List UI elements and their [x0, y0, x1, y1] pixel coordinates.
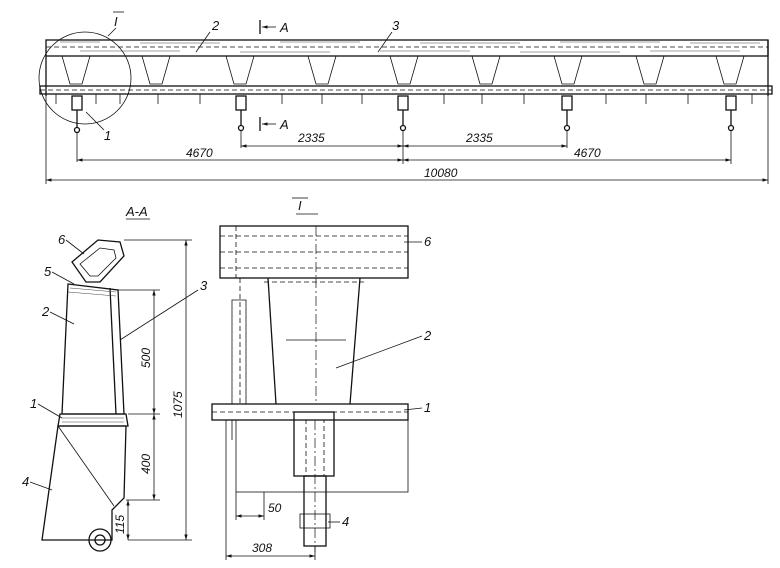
dim-10080: 10080	[424, 166, 458, 180]
hanger-brackets	[71, 95, 737, 134]
detail-circle	[38, 31, 132, 125]
section-view: A-A 6 5 2 1 4 3	[22, 204, 208, 552]
section-dimension-lines	[118, 239, 192, 541]
detail-title: I	[298, 198, 302, 213]
detail-callout-4: 4	[342, 514, 349, 529]
detail-dimension-lines	[225, 440, 316, 560]
detail-callout-6: 6	[424, 234, 432, 249]
detail-hanger	[235, 411, 409, 552]
top-beam-band	[45, 39, 769, 57]
callout-2: 2	[211, 18, 220, 33]
dim-4670-left: 4670	[186, 146, 213, 160]
detail-callout-2: 2	[423, 328, 432, 343]
dim-308: 308	[252, 541, 272, 555]
section-callout-2: 2	[41, 304, 50, 319]
dim-2335-left: 2335	[297, 131, 325, 145]
dim-4670-right: 4670	[574, 146, 601, 160]
section-mark-bottom: A	[259, 117, 289, 132]
studs	[55, 94, 753, 104]
dim-115: 115	[113, 515, 127, 534]
detail-top-beam	[219, 225, 409, 279]
stiffener-ribs	[61, 55, 745, 85]
section-hanger	[41, 425, 127, 541]
dim-1075: 1075	[171, 391, 185, 418]
dimension-extensions	[45, 96, 769, 184]
section-callout-1: 1	[30, 396, 37, 411]
detail-view: I	[211, 197, 432, 560]
detail-mark-label: I	[114, 14, 118, 29]
dim-2335-right: 2335	[465, 131, 493, 145]
lower-beam	[39, 85, 773, 95]
dim-400: 400	[139, 454, 153, 474]
top-view: I A A 2 3 1	[38, 11, 773, 184]
svg-text:A: A	[279, 117, 289, 132]
detail-crossbar	[211, 403, 409, 440]
callout-1: 1	[104, 128, 111, 143]
section-callout-5: 5	[44, 264, 52, 279]
section-callout-3: 3	[200, 278, 208, 293]
svg-text:A: A	[279, 20, 289, 35]
callout-3: 3	[392, 18, 400, 33]
dimension-lines	[46, 144, 768, 182]
section-title: A-A	[125, 204, 148, 219]
section-top-beam	[71, 239, 125, 283]
section-mark-top: A	[259, 20, 289, 35]
dim-500: 500	[139, 348, 153, 368]
dim-50: 50	[268, 501, 282, 515]
section-callout-6: 6	[58, 232, 66, 247]
section-callout-4: 4	[22, 474, 29, 489]
detail-callout-1: 1	[424, 400, 431, 415]
detail-body	[231, 277, 364, 405]
